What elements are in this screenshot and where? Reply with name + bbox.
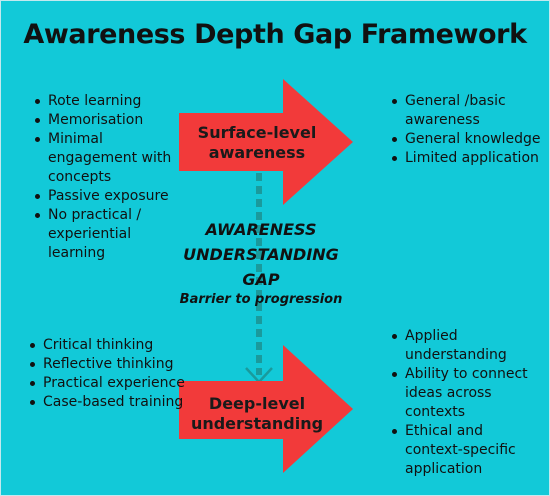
list-item: Minimal engagement with concepts: [34, 130, 184, 187]
surface-causes-list: Rote learning Memorisation Minimal engag…: [34, 92, 184, 263]
surface-arrow-label: Surface-level awareness: [197, 123, 317, 162]
list-item: Case-based training: [29, 393, 189, 412]
list-item: Reflective thinking: [29, 355, 189, 374]
deep-arrow-label: Deep-level understanding: [190, 394, 324, 433]
list-item: General /basic awareness: [391, 92, 541, 130]
gap-subtitle: Barrier to progression: [179, 292, 343, 307]
gap-text-line-3: GAP: [242, 270, 280, 289]
list-item: Critical thinking: [29, 336, 189, 355]
surface-arrow: [179, 79, 353, 205]
diagram-title: Awareness Depth Gap Framework: [23, 19, 527, 50]
list-item: No practical / experiential learning: [34, 206, 184, 263]
list-item: Ability to connect ideas across contexts: [391, 365, 541, 422]
list-item: Rote learning: [34, 92, 184, 111]
list-item: Practical experience: [29, 374, 189, 393]
list-item: Memorisation: [34, 111, 184, 130]
list-item: General knowledge: [391, 130, 541, 149]
deep-arrow-shape: [179, 345, 353, 473]
surface-arrow-shape: [179, 79, 353, 205]
list-item: Ethical and context-specific application: [391, 422, 541, 479]
deep-outcomes-list: Applied understanding Ability to connect…: [391, 327, 541, 479]
list-item: Passive exposure: [34, 187, 184, 206]
list-item: Applied understanding: [391, 327, 541, 365]
list-item: Limited application: [391, 149, 541, 168]
gap-text-line-2: UNDERSTANDING: [183, 245, 339, 264]
surface-outcomes-list: General /basic awareness General knowled…: [391, 92, 541, 168]
gap-text-line-1: AWARENESS: [205, 220, 317, 239]
deep-arrow: [179, 345, 353, 473]
deep-causes-list: Critical thinking Reflective thinking Pr…: [29, 336, 189, 412]
